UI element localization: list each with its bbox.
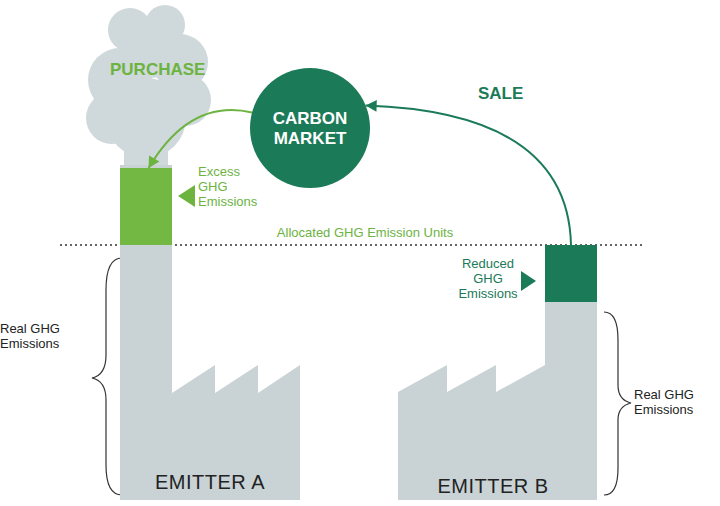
node-shape bbox=[545, 245, 597, 302]
emitter-factory: EMITTER B bbox=[398, 302, 597, 500]
node-outline bbox=[545, 245, 597, 302]
node-outline bbox=[120, 165, 300, 500]
flow-line bbox=[366, 106, 571, 245]
bracket-label: Real GHG Emissions bbox=[634, 388, 720, 418]
excess-emissions-block: Excess GHG Emissions bbox=[120, 168, 172, 245]
flow-arrow bbox=[149, 110, 252, 168]
edge-label: PURCHASE bbox=[110, 60, 220, 80]
node-text: EMITTER B bbox=[398, 475, 588, 498]
reduced-emissions-block: Reduced GHG Emissions bbox=[545, 245, 597, 302]
edge-label: SALE bbox=[478, 84, 548, 104]
arrow-head bbox=[366, 100, 377, 112]
bracket-label: Real GHG Emissions bbox=[0, 322, 86, 352]
left-bracket bbox=[92, 258, 122, 495]
flow-line bbox=[149, 110, 252, 168]
node-text: Reduced GHG Emissions bbox=[453, 257, 523, 302]
node-shape bbox=[398, 302, 597, 500]
pointer-triangle bbox=[178, 185, 195, 207]
allocation-label: Allocated GHG Emission Units bbox=[250, 226, 480, 241]
node-outline bbox=[120, 168, 172, 245]
carbon-market-circle: CARBON MARKET bbox=[250, 68, 370, 188]
node-outline bbox=[250, 68, 370, 188]
node-text: Excess GHG Emissions bbox=[198, 165, 270, 210]
arrow-head bbox=[149, 155, 160, 168]
right-bracket bbox=[604, 312, 631, 495]
node-text: EMITTER A bbox=[120, 471, 300, 494]
flow-arrow bbox=[366, 100, 571, 245]
smoke-cloud bbox=[86, 5, 211, 168]
node-text: CARBON MARKET bbox=[260, 109, 360, 148]
node-shape bbox=[120, 168, 172, 245]
node-outline bbox=[398, 302, 597, 500]
pointer-triangle bbox=[521, 271, 536, 291]
